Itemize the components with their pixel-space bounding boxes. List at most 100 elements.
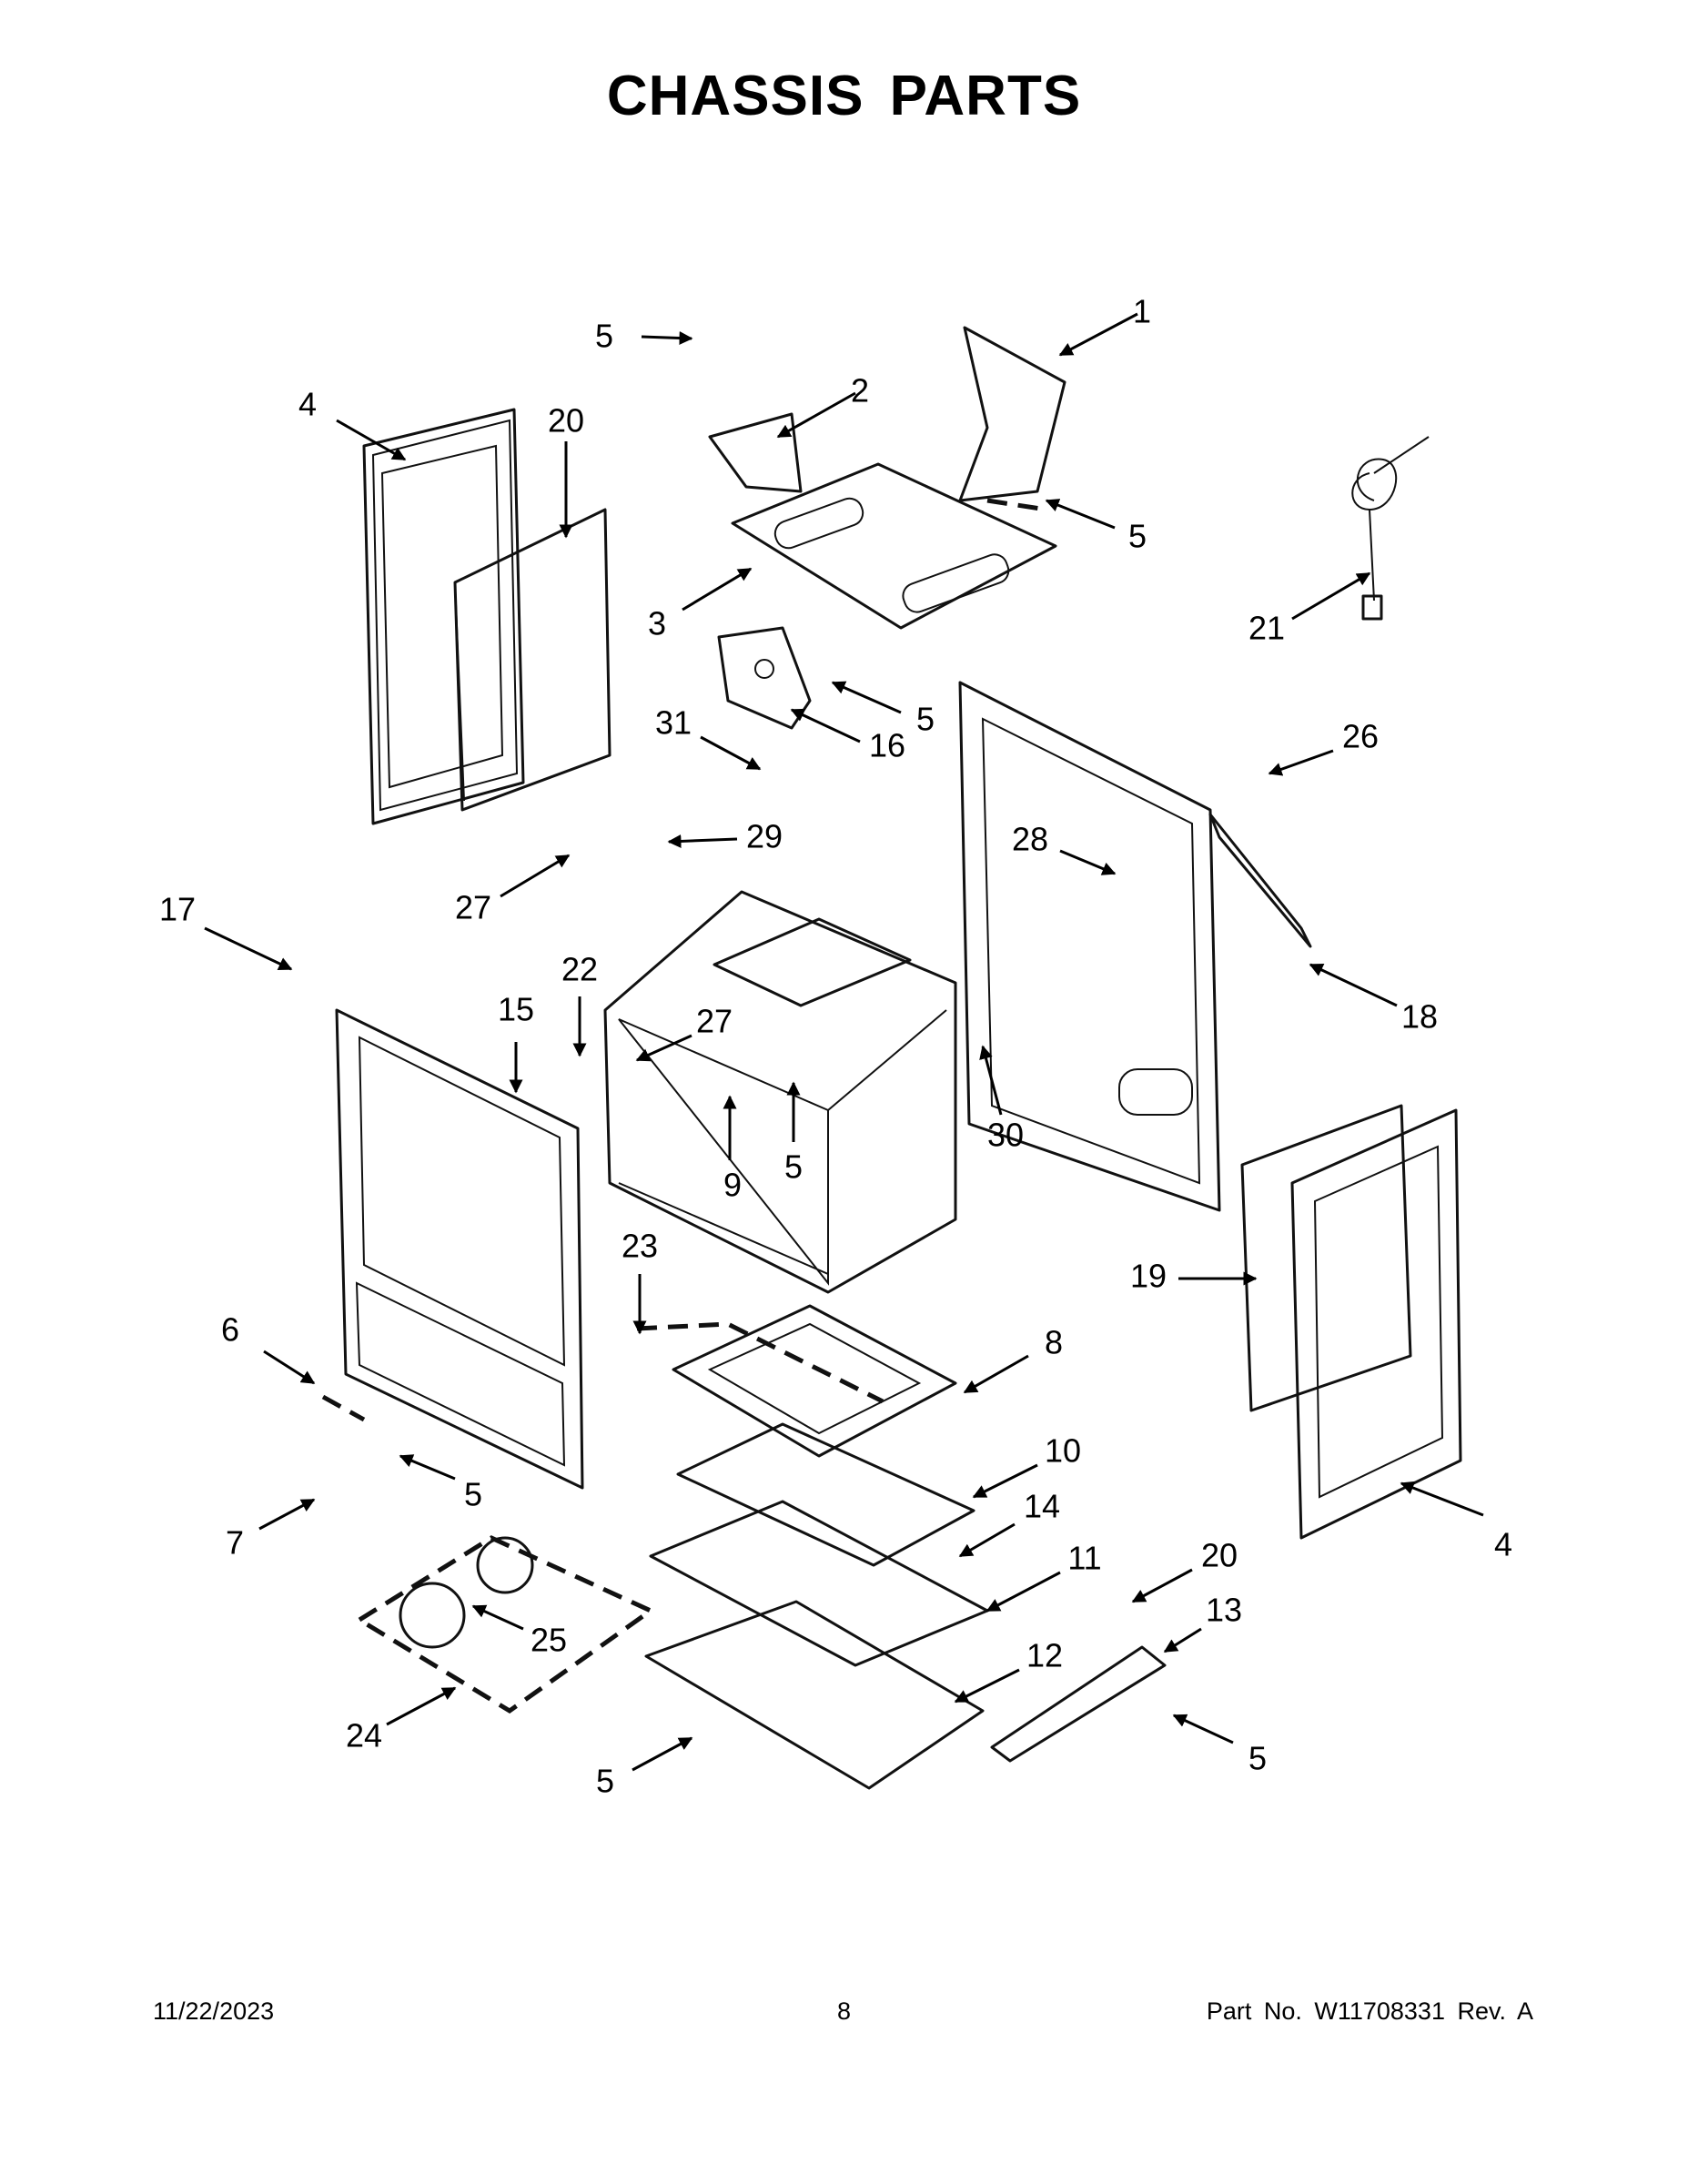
callout-arrow xyxy=(1045,499,1116,530)
callout-14: 14 xyxy=(958,1488,1060,1558)
callout-label: 22 xyxy=(561,951,598,988)
callout-arrow xyxy=(471,1604,524,1631)
callout-arrow xyxy=(1058,312,1138,357)
callout-label: 31 xyxy=(655,704,692,742)
callout-27: 27 xyxy=(455,854,571,926)
callout-arrow xyxy=(958,1522,1016,1558)
callout-label: 27 xyxy=(696,1003,733,1040)
callout-label: 26 xyxy=(1342,718,1379,755)
callout-16: 16 xyxy=(790,708,905,764)
callout-label: 5 xyxy=(1248,1740,1267,1777)
callout-arrow xyxy=(1059,849,1117,875)
callout-label: 30 xyxy=(987,1117,1024,1154)
callout-28: 28 xyxy=(1012,821,1117,875)
callout-arrow xyxy=(1172,1714,1234,1744)
callout-arrow xyxy=(700,735,762,771)
callout-label: 5 xyxy=(784,1148,803,1186)
callout-27: 27 xyxy=(635,1003,733,1062)
page-title: CHASSIS PARTS xyxy=(606,65,1082,127)
part-base-pan xyxy=(644,1600,985,1790)
callout-arrow xyxy=(386,1686,457,1726)
callout-10: 10 xyxy=(972,1432,1081,1499)
callout-label: 11 xyxy=(1067,1540,1101,1577)
callout-5: 5 xyxy=(595,318,693,355)
callout-arrow xyxy=(972,1463,1038,1499)
callout-label: 5 xyxy=(916,701,935,738)
callout-label: 5 xyxy=(464,1476,482,1513)
callout-arrow xyxy=(790,708,861,743)
callout-6: 6 xyxy=(221,1311,316,1385)
callout-arrow xyxy=(1163,1627,1202,1653)
callout-label: 9 xyxy=(723,1167,742,1204)
callout-9: 9 xyxy=(723,1095,742,1204)
footer-page-number: 8 xyxy=(836,1997,852,2025)
callout-label: 17 xyxy=(159,891,196,928)
callout-arrow xyxy=(500,854,571,898)
callout-arrow xyxy=(1131,1568,1193,1603)
callout-11: 11 xyxy=(986,1540,1102,1613)
callout-label: 18 xyxy=(1401,998,1438,1036)
callout-label: 14 xyxy=(1024,1488,1060,1525)
callout-23: 23 xyxy=(622,1228,658,1335)
part-front-frame xyxy=(335,1008,584,1490)
callout-12: 12 xyxy=(954,1637,1063,1704)
callout-25: 25 xyxy=(471,1604,567,1659)
callout-7: 7 xyxy=(226,1498,316,1562)
callout-18: 18 xyxy=(1309,963,1438,1036)
callout-20: 20 xyxy=(548,402,584,539)
callout-arrow xyxy=(632,1736,693,1772)
callout-arrow xyxy=(963,1354,1029,1394)
footer-part-number: Part No. W11708331 Rev. A xyxy=(1206,1997,1533,2025)
callout-5: 5 xyxy=(399,1454,482,1513)
callout-label: 16 xyxy=(869,727,905,764)
part-power-cord xyxy=(1351,436,1430,621)
callout-arrow xyxy=(1268,749,1334,776)
callout-label: 23 xyxy=(622,1228,658,1265)
callout-label: 12 xyxy=(1026,1637,1063,1674)
callout-arrow xyxy=(635,1034,692,1062)
part-insulation-left xyxy=(453,508,612,812)
part-leveling-rail xyxy=(990,1645,1167,1763)
callout-arrow xyxy=(986,1571,1061,1613)
callout-17: 17 xyxy=(159,891,293,971)
callout-arrow xyxy=(399,1454,456,1481)
part-side-panel-left xyxy=(362,408,525,825)
callout-label: 13 xyxy=(1206,1592,1242,1629)
callout-layer: 1234455555556789101112131415161718192020… xyxy=(159,293,1512,1800)
callout-31: 31 xyxy=(655,704,762,771)
callout-3: 3 xyxy=(648,567,753,642)
callout-label: 4 xyxy=(298,386,317,423)
callout-label: 6 xyxy=(221,1311,239,1349)
callout-label: 20 xyxy=(1201,1537,1238,1574)
callout-26: 26 xyxy=(1268,718,1379,776)
callout-arrow xyxy=(776,391,856,439)
part-broil-pan xyxy=(676,1422,975,1567)
callout-arrow xyxy=(1309,963,1398,1007)
callout-label: 21 xyxy=(1248,610,1285,647)
callout-5: 5 xyxy=(596,1736,693,1800)
callout-label: 1 xyxy=(1133,293,1151,330)
part-rear-panel xyxy=(958,681,1312,1212)
callout-label: 19 xyxy=(1130,1258,1167,1295)
callout-arrow xyxy=(1400,1481,1484,1517)
callout-label: 8 xyxy=(1045,1324,1063,1361)
callout-arrow xyxy=(979,1045,1003,1116)
callout-arrow xyxy=(831,681,902,714)
callout-5: 5 xyxy=(784,1081,803,1186)
callout-label: 5 xyxy=(1128,518,1147,555)
part-rear-vent xyxy=(958,326,1066,502)
callout-4: 4 xyxy=(298,386,407,461)
callout-arrow xyxy=(336,419,407,461)
footer-date: 11/22/2023 xyxy=(153,1997,275,2025)
callout-1: 1 xyxy=(1058,293,1151,357)
callout-label: 2 xyxy=(851,372,869,410)
callout-22: 22 xyxy=(561,951,598,1057)
callout-4: 4 xyxy=(1400,1481,1512,1563)
part-knob-kit xyxy=(355,1535,655,1714)
callout-label: 4 xyxy=(1494,1526,1512,1563)
callout-5: 5 xyxy=(1172,1714,1267,1777)
callout-arrow xyxy=(667,834,738,848)
callout-label: 28 xyxy=(1012,821,1048,858)
callout-label: 15 xyxy=(498,991,534,1028)
